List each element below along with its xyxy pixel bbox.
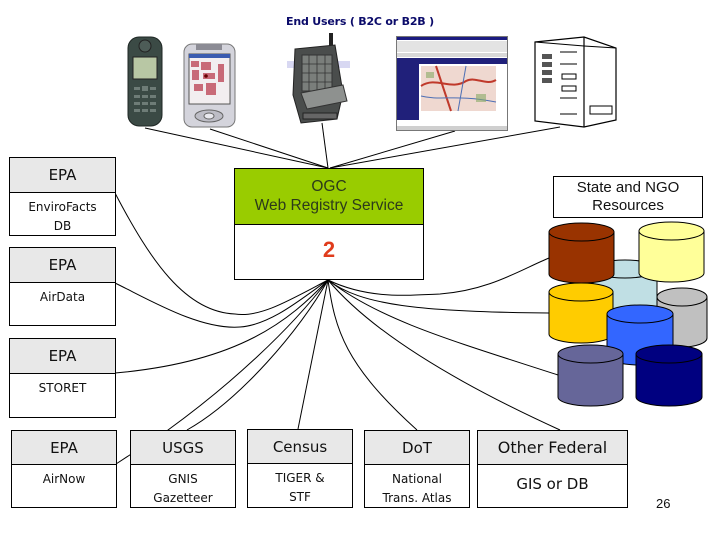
source-box-epa-envirofacts: EPA EnviroFacts DB [9, 157, 116, 236]
source-dataset-line1: STORET [38, 381, 87, 395]
connector-hub-to-envirofacts [114, 192, 329, 316]
source-box-epa-storet: EPA STORET [9, 338, 116, 418]
handheld-device-icon [287, 33, 350, 124]
connector-palm-to-hub [321, 122, 329, 169]
source-box-census-tiger: Census TIGER & STF [247, 429, 353, 508]
database-cylinder-navy [635, 344, 703, 407]
source-dataset-line1: GIS or DB [516, 475, 589, 493]
source-agency: EPA [10, 158, 115, 193]
connector-browser-to-hub [329, 130, 456, 169]
state-ngo-line2: Resources [592, 197, 664, 214]
connector-hub-to-storet [114, 279, 329, 374]
database-cylinder-brown [548, 222, 615, 284]
hub-header: OGC Web Registry Service [235, 169, 423, 225]
source-box-epa-airnow: EPA AirNow [11, 430, 117, 508]
source-dataset-line1: EnviroFacts [28, 200, 97, 214]
hub-number: 2 [322, 237, 336, 262]
hub-title-line2: Web Registry Service [254, 197, 404, 214]
source-agency: USGS [131, 431, 235, 465]
source-agency: Other Federal [478, 431, 627, 465]
connector-hub-to-census [297, 279, 329, 430]
source-box-dot-atlas: DoT National Trans. Atlas [364, 430, 470, 508]
web-browser-map-icon [396, 36, 508, 131]
server-tower-icon [534, 36, 617, 128]
source-dataset-line1: GNIS [168, 472, 198, 486]
source-dataset-line2: Trans. Atlas [382, 491, 452, 505]
source-box-other-federal: Other Federal GIS or DB [477, 430, 628, 508]
database-cylinder-gold [548, 282, 614, 344]
source-agency: EPA [10, 248, 115, 283]
source-dataset-line1: TIGER & [275, 471, 325, 485]
source-box-usgs-gnis: USGS GNIS Gazetteer [130, 430, 236, 508]
connector-hub-to-brown-db [327, 257, 550, 296]
connector-hub-to-slate-db [327, 279, 559, 376]
source-agency: EPA [10, 339, 115, 374]
connector-hub-to-airnow [115, 279, 329, 465]
source-dataset-line2: STF [289, 490, 311, 504]
connector-server-to-hub [329, 126, 561, 169]
source-agency: EPA [12, 431, 116, 465]
ogc-web-registry-service-box: OGC Web Registry Service 2 [234, 168, 424, 280]
connector-phone-to-hub [144, 127, 329, 169]
mobile-phone-icon [127, 36, 163, 127]
source-dataset-line1: National [391, 472, 442, 486]
connector-pocketpc-to-hub [209, 128, 329, 169]
page-number: 26 [656, 496, 671, 511]
source-box-epa-airdata: EPA AirData [9, 247, 116, 326]
hub-title-line1: OGC [311, 178, 347, 195]
source-agency: Census [248, 430, 352, 464]
source-dataset-line2: Gazetteer [153, 491, 213, 505]
end-users-title: End Users ( B2C or B2B ) [286, 15, 434, 28]
source-dataset-line1: AirNow [42, 472, 86, 486]
database-cylinder-slate [557, 344, 624, 407]
database-cylinder-light-yellow [638, 221, 705, 283]
connector-hub-to-gold-db [327, 279, 550, 314]
source-dataset-line2: DB [53, 219, 72, 233]
state-ngo-resources-box: State and NGO Resources [553, 176, 703, 218]
state-database-cylinders [548, 221, 708, 407]
pocket-pc-icon [183, 43, 236, 128]
state-ngo-line1: State and NGO [576, 179, 680, 196]
connector-hub-to-other-federal [327, 279, 561, 431]
source-dataset-line1: AirData [39, 290, 86, 304]
connector-hub-to-usgs [186, 279, 329, 431]
source-agency: DoT [365, 431, 469, 465]
connector-hub-to-dot [327, 279, 418, 431]
connector-hub-to-airdata [114, 279, 329, 328]
